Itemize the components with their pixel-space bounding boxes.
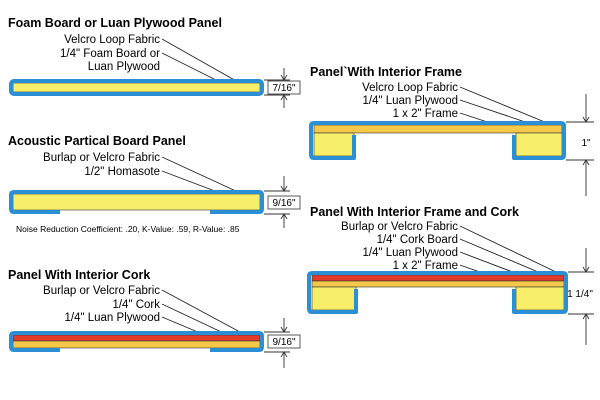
panel-title: Panel With Interior Frame and Cork [310,205,519,219]
layer-label: Burlap or Velcro Fabric [43,285,160,297]
fabric-wrap [309,121,566,160]
acoustic-note: Noise Reduction Coefficient: .20, K-Valu… [16,224,240,234]
frame-left [311,286,357,311]
frame-right [515,132,563,157]
layer-label: 1/4" Cork [112,299,160,311]
luan-layer [313,124,563,134]
layer-label: Burlap or Velcro Fabric [341,221,458,233]
cork-layer [311,274,565,282]
thickness-label: 9/16" [272,337,295,348]
layer-label: 1/4" Luan Plywood [362,95,458,107]
layer-label: Velcro Loop Fabric [64,34,160,46]
layer-label: 1/4" Luan Plywood [362,247,458,259]
luan-layer [311,280,565,288]
fabric-wrap [9,190,264,214]
layer-label: 1/4" Cork Board [377,234,458,246]
board-layer [12,193,261,211]
fabric-wrap [9,331,264,352]
panel-title: Panel`With Interior Frame [310,65,462,79]
layer-label: 1/4" Luan Plywood [64,312,160,324]
cork-layer [12,334,261,342]
leader-line [161,289,241,333]
leader-line [161,38,239,83]
layer-label: 1/4" Foam Board or [60,48,160,60]
panel-acoustic-board: Acoustic Partical Board Panel Burlap or … [8,134,301,234]
thickness-label: 9/16" [272,198,295,209]
leader-line [459,86,553,126]
layer-label: Velcro Loop Fabric [362,82,458,94]
thickness-label: 1 1/4" [567,289,593,300]
layer-label: Luan Plywood [88,61,160,73]
panel-title: Foam Board or Luan Plywood Panel [8,16,222,30]
thickness-label: 7/16" [272,83,295,94]
frame-right [515,286,565,311]
leader-line [459,238,551,278]
fabric-wrap [9,79,264,96]
panel-title: Acoustic Partical Board Panel [8,134,186,148]
panel-interior-cork: Panel With Interior Cork Burlap or Velcr… [8,268,301,368]
leader-line [161,156,239,193]
layer-label: Burlap or Velcro Fabric [43,152,160,164]
board-layer [12,82,261,93]
panel-interior-frame: Panel`With Interior Frame Velcro Loop Fa… [309,65,594,196]
luan-layer [12,340,261,349]
thickness-label: 1" [581,138,591,149]
panel-frame-and-cork: Panel With Interior Frame and Cork Burla… [307,205,594,345]
panel-foam-board: Foam Board or Luan Plywood Panel Velcro … [8,16,301,108]
layer-label: 1/2" Homasote [84,166,160,178]
leader-line [459,225,557,273]
frame-left [313,132,355,157]
panel-title: Panel With Interior Cork [8,268,150,282]
fabric-wrap [307,271,568,314]
layer-label: 1 x 2" Frame [393,260,458,272]
layer-label: 1 x 2" Frame [393,108,458,120]
